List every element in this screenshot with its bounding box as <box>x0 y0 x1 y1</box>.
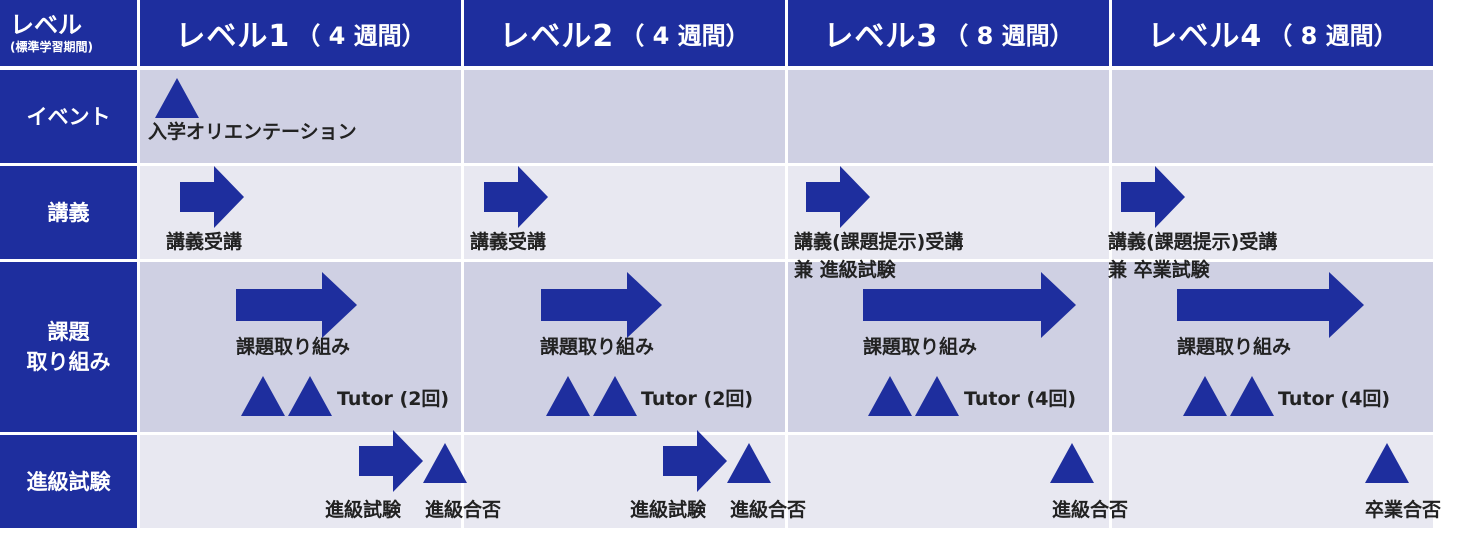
pass-label-2: 進級合否 <box>730 499 807 521</box>
tutor-triangle-marker <box>288 376 332 416</box>
level-header-1: レベル1（ 4 週間） <box>140 0 461 66</box>
graduation-label: 卒業合否 <box>1365 499 1442 521</box>
row-label-line1: 課題 <box>47 320 90 344</box>
tutor-triangle-marker <box>241 376 285 416</box>
level-weeks: （ 8 週間） <box>1268 21 1398 50</box>
exam-arrow-2 <box>663 430 727 492</box>
row-label: イベント <box>26 104 111 129</box>
corner-title: レベル <box>10 11 82 39</box>
tutor-label-3: Tutor (4回) <box>964 388 1077 410</box>
assignment-label-3: 課題取り組み <box>863 336 978 358</box>
event-cell-2 <box>464 70 785 163</box>
lecture-label-3-line2: 兼 進級試験 <box>794 259 896 281</box>
lecture-arrow-1 <box>180 166 244 228</box>
tutor-triangle-marker <box>1230 376 1274 416</box>
exam-label-1: 進級試験 <box>325 499 402 521</box>
tutor-triangle-marker <box>593 376 637 416</box>
lecture-arrow-2 <box>484 166 548 228</box>
pass-triangle-marker <box>1050 443 1094 483</box>
orientation-label: 入学オリエンテーション <box>148 121 357 143</box>
level-header-4: レベル4（ 8 週間） <box>1112 0 1433 66</box>
graduation-triangle-marker <box>1365 443 1409 483</box>
level-weeks: （ 4 週間） <box>620 21 750 50</box>
level-weeks: （ 8 週間） <box>944 21 1074 50</box>
lecture-label-3-line1: 講義(課題提示)受講 <box>794 231 964 253</box>
pass-label-3: 進級合否 <box>1052 499 1129 521</box>
level-name: レベル2 <box>499 19 615 54</box>
tutor-triangle-marker <box>915 376 959 416</box>
lecture-cell-2 <box>464 166 785 259</box>
lecture-label-4-line1: 講義(課題提示)受講 <box>1108 231 1278 253</box>
lecture-label-1: 講義受講 <box>166 231 243 253</box>
row-label: 進級試験 <box>26 469 111 494</box>
pass-triangle-marker <box>423 443 467 483</box>
assignment-label-2: 課題取り組み <box>540 336 655 358</box>
lecture-arrow-3 <box>806 166 870 228</box>
assignment-label-1: 課題取り組み <box>236 336 351 358</box>
event-cell-4 <box>1112 70 1433 163</box>
level-name: レベル1 <box>175 19 291 54</box>
tutor-label-2: Tutor (2回) <box>641 388 754 410</box>
level-weeks: （ 4 週間） <box>296 21 426 50</box>
level-name: レベル4 <box>1147 19 1263 54</box>
tutor-triangle-marker <box>868 376 912 416</box>
orientation-triangle-marker <box>155 78 199 118</box>
tutor-triangle-marker <box>546 376 590 416</box>
corner-header: レベル (標準学習期間) <box>0 0 137 66</box>
lecture-arrow-4 <box>1121 166 1185 228</box>
exam-arrow-1 <box>359 430 423 492</box>
row-label-line2: 取り組み <box>26 350 111 374</box>
assignment-arrow-3 <box>863 272 1076 338</box>
tutor-triangle-marker <box>1183 376 1227 416</box>
assignment-arrow-1 <box>236 272 357 338</box>
assignment-arrow-4 <box>1177 272 1364 338</box>
level-header-3: レベル3（ 8 週間） <box>788 0 1109 66</box>
assignment-label-4: 課題取り組み <box>1177 336 1292 358</box>
lecture-label-4-line2: 兼 卒業試験 <box>1108 259 1210 281</box>
row-label: 講義 <box>47 200 90 225</box>
event-cell-3 <box>788 70 1109 163</box>
exam-label-2: 進級試験 <box>630 499 707 521</box>
pass-label-1: 進級合否 <box>425 499 502 521</box>
lecture-label-2: 講義受講 <box>470 231 547 253</box>
level-name: レベル3 <box>823 19 939 54</box>
corner-subtitle: (標準学習期間) <box>10 40 93 54</box>
row-header-lecture: 講義 <box>0 166 137 259</box>
pass-triangle-marker <box>727 443 771 483</box>
lecture-cell-1 <box>140 166 461 259</box>
row-header-assignment: 課題 取り組み <box>0 262 137 432</box>
row-header-exam: 進級試験 <box>0 435 137 528</box>
tutor-label-1: Tutor (2回) <box>337 388 450 410</box>
row-header-event: イベント <box>0 70 137 163</box>
tutor-label-4: Tutor (4回) <box>1278 388 1391 410</box>
assignment-arrow-2 <box>541 272 662 338</box>
level-header-2: レベル2（ 4 週間） <box>464 0 785 66</box>
